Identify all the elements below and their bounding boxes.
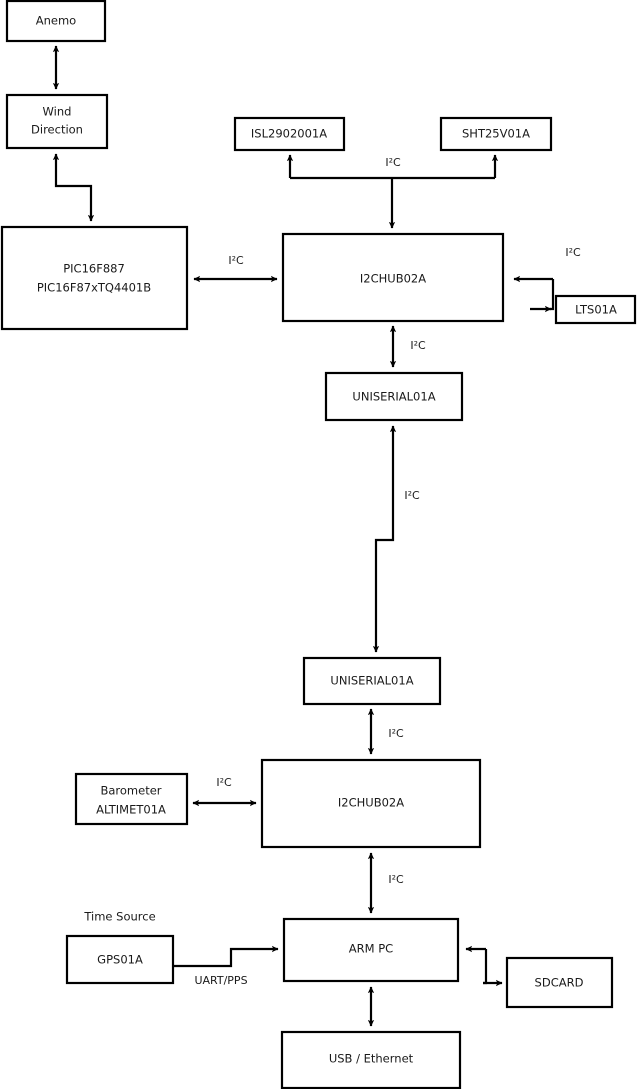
- node-label-line1: Barometer: [100, 784, 161, 798]
- edge-label-i2c: I²C: [404, 489, 420, 502]
- node-uniserial01a-top[interactable]: UNISERIAL01A: [324, 371, 464, 422]
- node-barometer-altimet01a[interactable]: Barometer ALTIMET01A: [74, 772, 189, 826]
- node-label: UNISERIAL01A: [330, 674, 413, 688]
- node-box[interactable]: [282, 917, 460, 983]
- node-box[interactable]: [302, 656, 442, 706]
- node-sdcard[interactable]: SDCARD: [505, 956, 614, 1009]
- node-box[interactable]: [0, 225, 189, 331]
- free-labels-layer: Time Source: [83, 910, 155, 924]
- node-box[interactable]: [65, 934, 175, 985]
- edge-wind-pic: [52, 153, 95, 222]
- edge-line-lts-out: [550, 279, 555, 311]
- edge-hubbot-armpc: I²C: [367, 852, 404, 914]
- node-i2chub02a-top[interactable]: I2CHUB02A: [281, 232, 505, 323]
- node-box[interactable]: [233, 116, 346, 152]
- node-wind-direction[interactable]: Wind Direction: [5, 93, 109, 150]
- edges-layer: I²C I²C I²C: [52, 45, 581, 1027]
- node-lts01a[interactable]: LTS01A: [554, 294, 637, 325]
- node-arm-pc[interactable]: ARM PC: [282, 917, 460, 983]
- edge-label-i2c: I²C: [228, 254, 244, 267]
- node-label: SDCARD: [535, 976, 584, 990]
- edge-pic-hubtop: I²C: [193, 254, 278, 283]
- node-label: UNISERIAL01A: [352, 390, 435, 404]
- node-label-line1: Wind: [43, 105, 72, 119]
- node-label: USB / Ethernet: [329, 1052, 414, 1066]
- node-label: ISL2902001A: [251, 127, 327, 141]
- edge-line: [372, 425, 397, 653]
- node-box[interactable]: [74, 772, 189, 826]
- node-anemo[interactable]: Anemo: [5, 0, 107, 43]
- node-label: I2CHUB02A: [360, 272, 426, 286]
- node-label: LTS01A: [575, 303, 617, 317]
- edge-label-i2c: I²C: [565, 246, 581, 259]
- edge-label-i2c: I²C: [388, 873, 404, 886]
- node-label: Anemo: [36, 14, 76, 28]
- edge-line-sd-out: [483, 949, 488, 985]
- node-label-line2: PIC16F87xTQ4401B: [37, 281, 151, 295]
- node-box[interactable]: [280, 1030, 462, 1089]
- node-label-line2: Direction: [31, 123, 83, 137]
- node-gps01a[interactable]: GPS01A: [65, 934, 175, 985]
- edge-label-i2c: I²C: [385, 156, 401, 169]
- node-uniserial01a-bottom[interactable]: UNISERIAL01A: [302, 656, 442, 706]
- node-label: SHT25V01A: [462, 127, 530, 141]
- edge-label-i2c: I²C: [388, 727, 404, 740]
- edge-unibot-hubbot: I²C: [367, 708, 404, 755]
- node-i2chub02a-bottom[interactable]: I2CHUB02A: [260, 758, 482, 849]
- node-box[interactable]: [439, 116, 553, 152]
- node-label-line1: PIC16F887: [63, 262, 125, 276]
- node-sht25v01a[interactable]: SHT25V01A: [439, 116, 553, 152]
- node-box[interactable]: [324, 371, 464, 422]
- node-label-line2: ALTIMET01A: [96, 803, 166, 817]
- edge-hubtop-lts: I²C: [513, 246, 581, 313]
- edge-gps-armpc: UART/PPS: [173, 945, 279, 987]
- edge-label-uart-pps: UART/PPS: [194, 974, 247, 987]
- edge-hubtop-sensors: I²C: [286, 154, 499, 229]
- edge-line: [52, 153, 95, 222]
- edge-barometer-hubbot: I²C: [192, 776, 257, 807]
- edge-armpc-sdcard: [465, 945, 503, 987]
- node-label: ARM PC: [349, 942, 393, 956]
- edge-line: [173, 945, 279, 968]
- node-box[interactable]: [505, 956, 614, 1009]
- time-source-label: Time Source: [83, 910, 155, 924]
- node-box[interactable]: [554, 294, 637, 325]
- node-box[interactable]: [5, 93, 109, 150]
- edge-label-i2c: I²C: [216, 776, 232, 789]
- node-box[interactable]: [260, 758, 482, 849]
- node-label: I2CHUB02A: [338, 796, 404, 810]
- node-usb-ethernet[interactable]: USB / Ethernet: [280, 1030, 462, 1089]
- edge-hubtop-unitop: I²C: [389, 325, 426, 368]
- edge-label-i2c: I²C: [410, 339, 426, 352]
- edge-unitop-unibot: I²C: [372, 425, 420, 653]
- node-isl2902001a[interactable]: ISL2902001A: [233, 116, 346, 152]
- node-box[interactable]: [5, 0, 107, 43]
- node-box[interactable]: [281, 232, 505, 323]
- node-label: GPS01A: [97, 953, 143, 967]
- node-pic16f887[interactable]: PIC16F887 PIC16F87xTQ4401B: [0, 225, 189, 331]
